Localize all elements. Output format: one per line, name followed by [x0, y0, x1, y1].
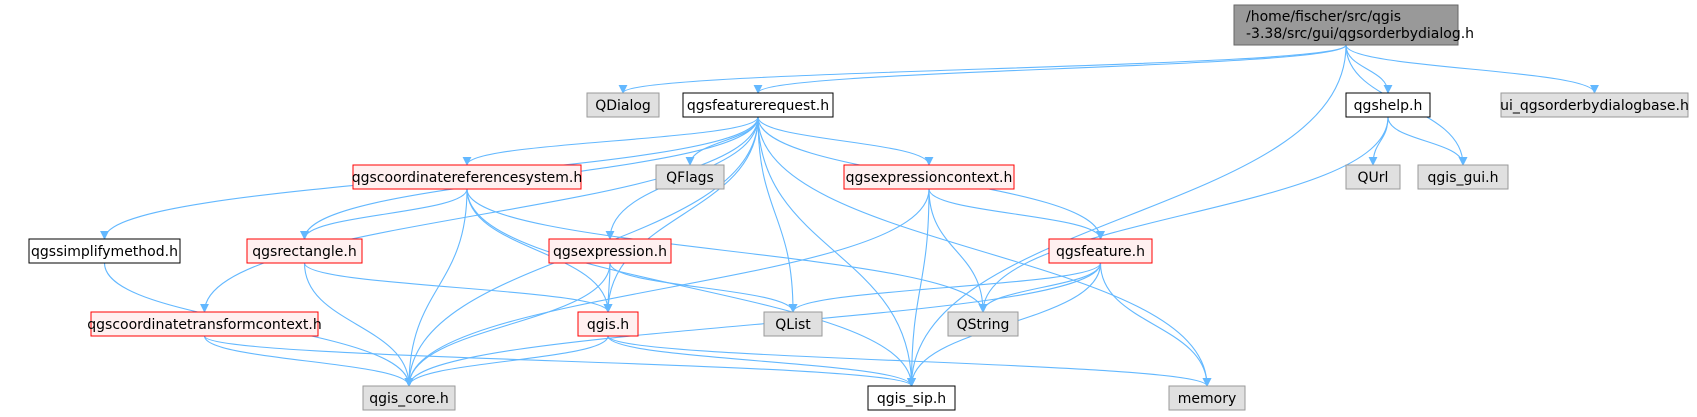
node-qgshelp[interactable]: qgshelp.h	[1345, 92, 1431, 118]
node-qgsrectangle[interactable]: qgsrectangle.h	[246, 238, 363, 264]
node-qgsexpressioncontext[interactable]: qgsexpressioncontext.h	[843, 164, 1015, 190]
edge-qgis-to-qgis_sip	[607, 335, 916, 387]
node-qstring-label: QString	[957, 317, 1010, 333]
node-qurl[interactable]: QUrl	[1345, 164, 1401, 190]
edge-feature-to-qlist	[788, 262, 1102, 313]
edge-exprctx-to-qgis_core	[404, 188, 930, 387]
edge-expression-to-qlist	[609, 262, 798, 313]
edge-feature-to-qgis_core	[404, 262, 1102, 387]
node-qflags-label: QFlags	[666, 170, 714, 186]
edge-expression-to-qgis_core	[404, 262, 611, 387]
edge-root-to-qgsfeaturerequest	[753, 44, 1347, 94]
node-qdialog-label: QDialog	[595, 98, 651, 114]
edge-root-to-qgshelp	[1345, 44, 1393, 94]
edge-qgsfeaturerequest-to-memory	[757, 116, 1212, 387]
edge-rectangle-to-qgis	[303, 262, 613, 313]
node-layer: /home/fischer/src/qgis -3.38/src/gui/qgs…	[28, 4, 1689, 411]
node-root-label-line2: -3.38/src/gui/qgsorderbydialog.h	[1246, 26, 1474, 42]
node-root-qgsorderbydialog[interactable]: /home/fischer/src/qgis -3.38/src/gui/qgs…	[1233, 4, 1474, 46]
edge-qgshelp-to-qurl	[1368, 116, 1389, 166]
edge-rectangle-to-qgis_core	[303, 262, 414, 387]
node-qlist[interactable]: QList	[763, 311, 823, 337]
edge-crs-to-rectangle	[300, 188, 468, 240]
node-qgsfeature-label: qgsfeature.h	[1056, 244, 1145, 260]
node-qflags[interactable]: QFlags	[655, 164, 725, 190]
node-qgscoordinatereferencesystem-label: qgscoordinatereferencesystem.h	[352, 170, 583, 186]
edge-qgsfeaturerequest-to-exprctx	[757, 116, 934, 166]
node-qgsexpression[interactable]: qgsexpression.h	[548, 238, 672, 264]
node-qgsexpression-label: qgsexpression.h	[553, 244, 667, 260]
edge-qgis-to-qgis_core	[404, 335, 609, 387]
node-qlist-label: QList	[775, 317, 811, 333]
node-root-label-line1: /home/fischer/src/qgis	[1246, 9, 1401, 25]
node-qgis-sip-label: qgis_sip.h	[877, 391, 946, 407]
edge-root-to-qgis_sip	[907, 44, 1347, 387]
node-qgis-gui-label: qgis_gui.h	[1428, 170, 1499, 186]
node-qgis-label: qgis.h	[587, 317, 629, 333]
edge-exprctx-to-feature	[928, 188, 1105, 240]
node-qgsrectangle-label: qgsrectangle.h	[252, 244, 356, 260]
node-qgsfeature[interactable]: qgsfeature.h	[1048, 238, 1153, 264]
edge-feature-to-qstring	[978, 262, 1102, 313]
node-qurl-label: QUrl	[1358, 170, 1389, 186]
node-qgis-sip[interactable]: qgis_sip.h	[867, 385, 956, 411]
edge-root-to-ui_base	[1345, 44, 1599, 94]
edge-qgshelp-to-qgis_gui	[1387, 116, 1468, 166]
node-qgssimplifymethod-label: qgssimplifymethod.h	[31, 244, 178, 260]
node-memory-label: memory	[1178, 391, 1237, 407]
edge-crs-to-qstring	[466, 188, 988, 313]
node-qgssimplifymethod[interactable]: qgssimplifymethod.h	[28, 238, 181, 264]
edge-qgis-to-memory	[607, 335, 1212, 387]
node-qgscoordinatetransformcontext[interactable]: qgscoordinatetransformcontext.h	[87, 311, 322, 337]
node-qdialog[interactable]: QDialog	[586, 92, 660, 118]
node-qgis[interactable]: qgis.h	[577, 311, 639, 337]
edge-ctc-to-qgis_core	[203, 335, 414, 387]
node-qgis-core[interactable]: qgis_core.h	[362, 385, 456, 411]
edge-root-to-qdialog	[618, 44, 1347, 94]
node-qgsexpressioncontext-label: qgsexpressioncontext.h	[846, 170, 1013, 186]
node-qgis-gui[interactable]: qgis_gui.h	[1417, 164, 1509, 190]
node-qstring[interactable]: QString	[947, 311, 1019, 337]
node-qgsfeaturerequest[interactable]: qgsfeaturerequest.h	[682, 92, 834, 118]
node-ui-qgsorderbydialogbase-label: ui_qgsorderbydialogbase.h	[1500, 98, 1689, 114]
edge-crs-to-qgis_sip	[466, 188, 916, 387]
edge-qgsfeaturerequest-to-crs	[462, 116, 759, 166]
edge-qgsfeaturerequest-to-ctc	[200, 116, 759, 313]
edge-crs-to-qgis	[466, 188, 613, 313]
node-ui-qgsorderbydialogbase[interactable]: ui_qgsorderbydialogbase.h	[1500, 92, 1689, 118]
edge-ctc-to-qgis_sip	[203, 335, 916, 387]
edge-exprctx-to-qgis_sip	[907, 188, 930, 387]
node-qgscoordinatetransformcontext-label: qgscoordinatetransformcontext.h	[87, 317, 321, 333]
edge-feature-to-memory	[1099, 262, 1212, 387]
edge-crs-to-qgis_core	[404, 188, 468, 387]
edge-exprctx-to-qstring	[928, 188, 988, 313]
node-qgscoordinatereferencesystem[interactable]: qgscoordinatereferencesystem.h	[352, 164, 583, 190]
node-qgsfeaturerequest-label: qgsfeaturerequest.h	[687, 98, 829, 114]
edge-qgshelp-to-qstring	[978, 116, 1389, 313]
node-qgshelp-label: qgshelp.h	[1354, 98, 1423, 114]
node-memory[interactable]: memory	[1168, 385, 1246, 411]
node-qgis-core-label: qgis_core.h	[369, 391, 449, 407]
edge-qgsfeaturerequest-to-qgis	[603, 116, 759, 313]
edge-qgsfeaturerequest-to-qlist	[757, 116, 798, 313]
